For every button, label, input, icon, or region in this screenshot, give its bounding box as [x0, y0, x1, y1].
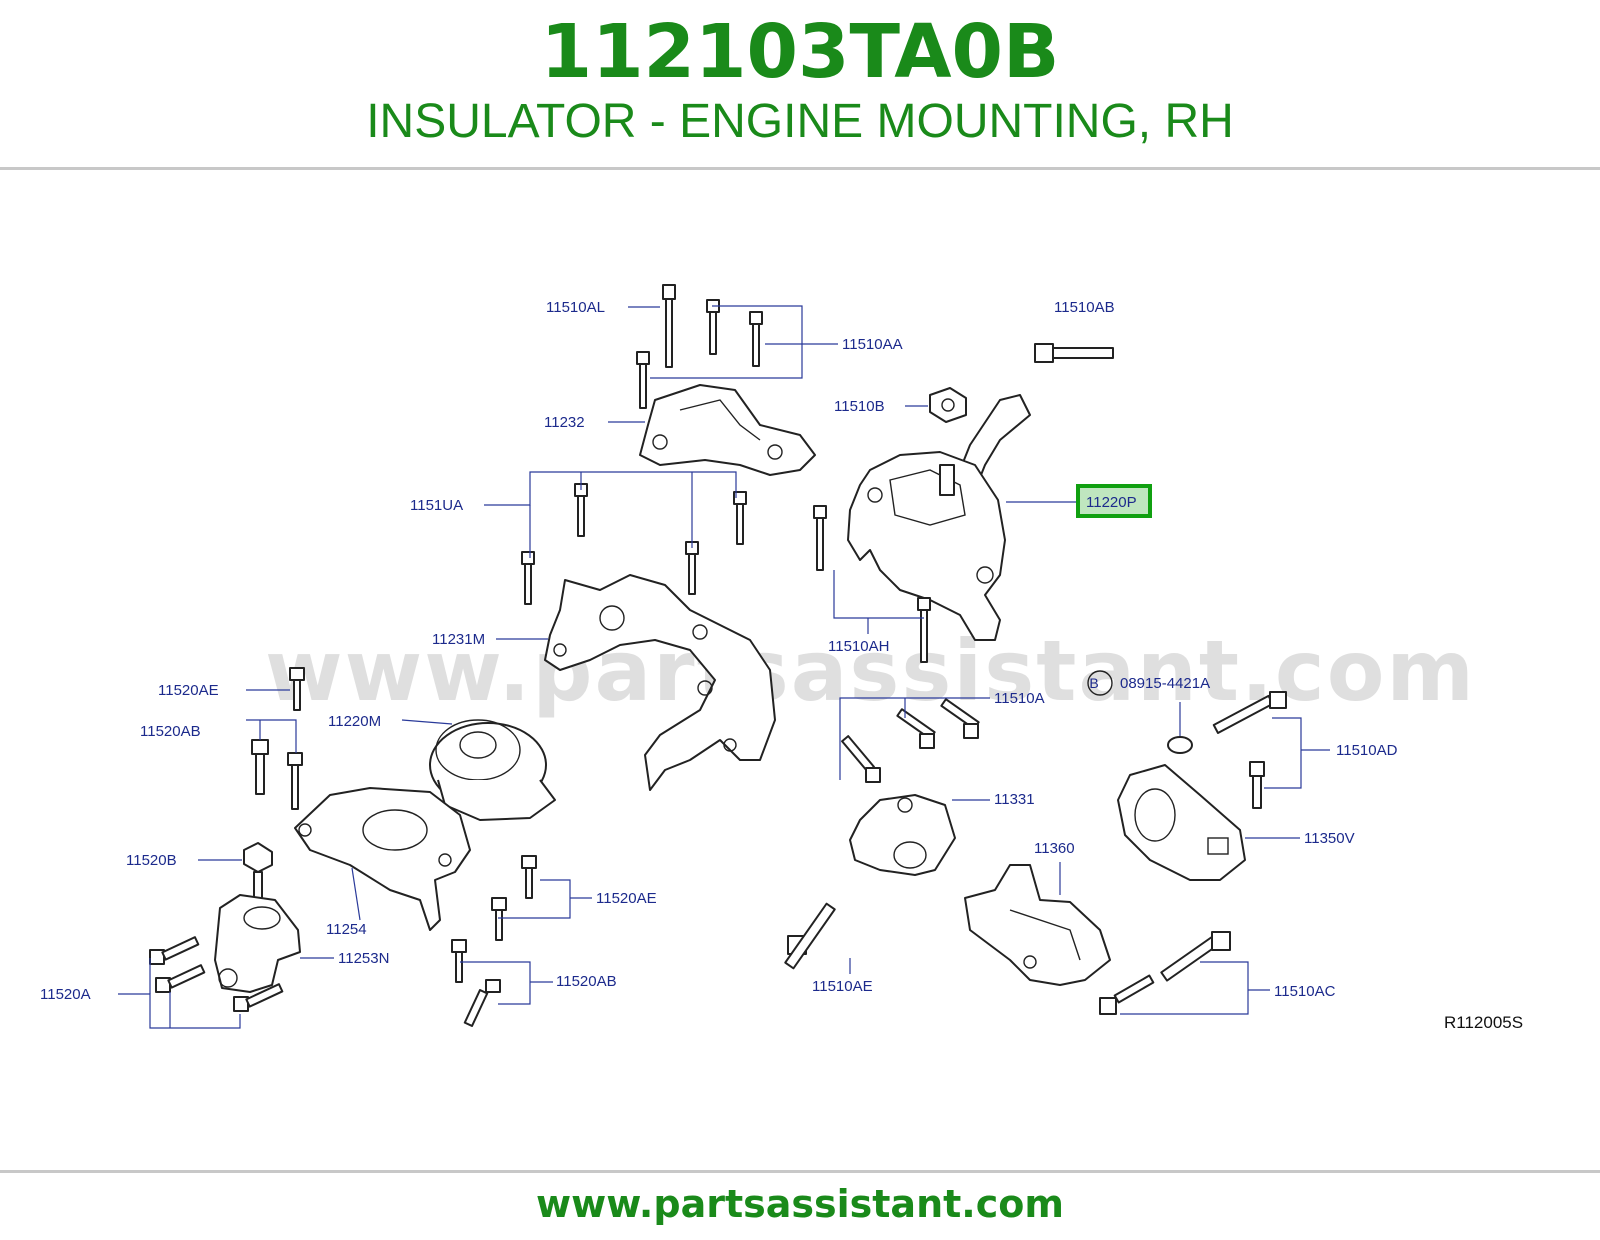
leader-lines — [118, 305, 1330, 1029]
bracket-11254-drawing — [294, 787, 471, 931]
label-11510ac[interactable]: 11510AC — [1274, 983, 1336, 1000]
engine-mount-11220m-drawing — [429, 719, 556, 821]
label-11220p-highlighted[interactable]: 11220P — [1086, 494, 1137, 511]
diagram-reference-code: R112005S — [1444, 1013, 1523, 1032]
part-title: INSULATOR - ENGINE MOUNTING, RH — [366, 95, 1234, 148]
bolt-group-11510aa — [636, 284, 763, 409]
bolt-group-11520ae-bottom — [451, 855, 537, 1028]
label-11331[interactable]: 11331 — [994, 791, 1035, 808]
bracket-11331-drawing — [849, 794, 956, 876]
label-11520a[interactable]: 11520A — [40, 986, 91, 1003]
bolt-group-11510ad — [1212, 691, 1287, 809]
label-11231m[interactable]: 11231M — [432, 631, 485, 648]
washer-08915-drawing — [1167, 736, 1193, 754]
label-11510al[interactable]: 11510AL — [546, 299, 605, 316]
label-11520ab-bottom[interactable]: 11520AB — [556, 973, 617, 990]
label-11350v[interactable]: 11350V — [1304, 830, 1355, 847]
bracket-11232-detail — [679, 399, 761, 441]
bolt-group-1151ua — [521, 483, 931, 663]
label-11360[interactable]: 11360 — [1034, 840, 1075, 857]
label-11510ab[interactable]: 11510AB — [1054, 299, 1115, 316]
label-11510ah[interactable]: 11510AH — [828, 638, 889, 655]
bracket-11232-drawing — [639, 384, 816, 476]
footer-website-link[interactable]: www.partsassistant.com — [536, 1182, 1064, 1226]
label-11520ae-top[interactable]: 11520AE — [158, 682, 219, 699]
label-11520b[interactable]: 11520B — [126, 852, 177, 869]
label-11254[interactable]: 11254 — [326, 921, 367, 938]
bolt-group-11520a — [149, 936, 284, 1012]
bolt-group-11510ac — [1099, 931, 1231, 1015]
label-11510b[interactable]: 11510B — [834, 398, 885, 415]
label-11520ab-top[interactable]: 11520AB — [140, 723, 201, 740]
bolt-group-11510a — [841, 698, 980, 783]
engine-mount-11220p-drawing — [847, 394, 1031, 641]
footer-divider — [0, 1170, 1600, 1173]
bolt-11510ae-drawing — [784, 902, 836, 970]
highlight-box-11220p — [1076, 484, 1152, 518]
label-1151ua[interactable]: 1151UA — [410, 497, 463, 514]
insulator-11350v-drawing — [1117, 764, 1246, 881]
label-11220m[interactable]: 11220M — [328, 713, 381, 730]
nut-11510b-drawing — [929, 387, 967, 423]
callout-circle — [1087, 670, 1113, 696]
label-11510ad[interactable]: 11510AD — [1336, 742, 1398, 759]
callout-marker-b: B — [1089, 675, 1098, 691]
bracket-11231m-drawing — [544, 574, 776, 791]
mount-11253n-drawing — [214, 842, 301, 993]
part-number: 112103TA0B — [540, 9, 1060, 95]
label-11510ae[interactable]: 11510AE — [812, 978, 873, 995]
bracket-11232-hole — [767, 444, 783, 460]
parts-diagram-canvas: www.partsassistant.com — [40, 284, 1523, 1032]
label-11510aa[interactable]: 11510AA — [842, 336, 903, 353]
bolt-group-11520ab-left — [251, 667, 305, 810]
label-11253n[interactable]: 11253N — [338, 950, 389, 967]
label-11510a[interactable]: 11510A — [994, 690, 1045, 707]
parts-diagram: www.partsassistant.com — [0, 240, 1600, 1100]
header-divider — [0, 167, 1600, 170]
bracket-11360-drawing — [964, 864, 1111, 986]
bolt-11510ab-drawing — [1034, 343, 1114, 363]
label-08915-4421a[interactable]: 08915-4421A — [1120, 675, 1210, 692]
label-11232[interactable]: 11232 — [544, 414, 585, 431]
bracket-11232-hole — [652, 434, 668, 450]
page-header: 112103TA0B INSULATOR - ENGINE MOUNTING, … — [0, 0, 1600, 172]
label-11520ae-bottom[interactable]: 11520AE — [596, 890, 657, 907]
